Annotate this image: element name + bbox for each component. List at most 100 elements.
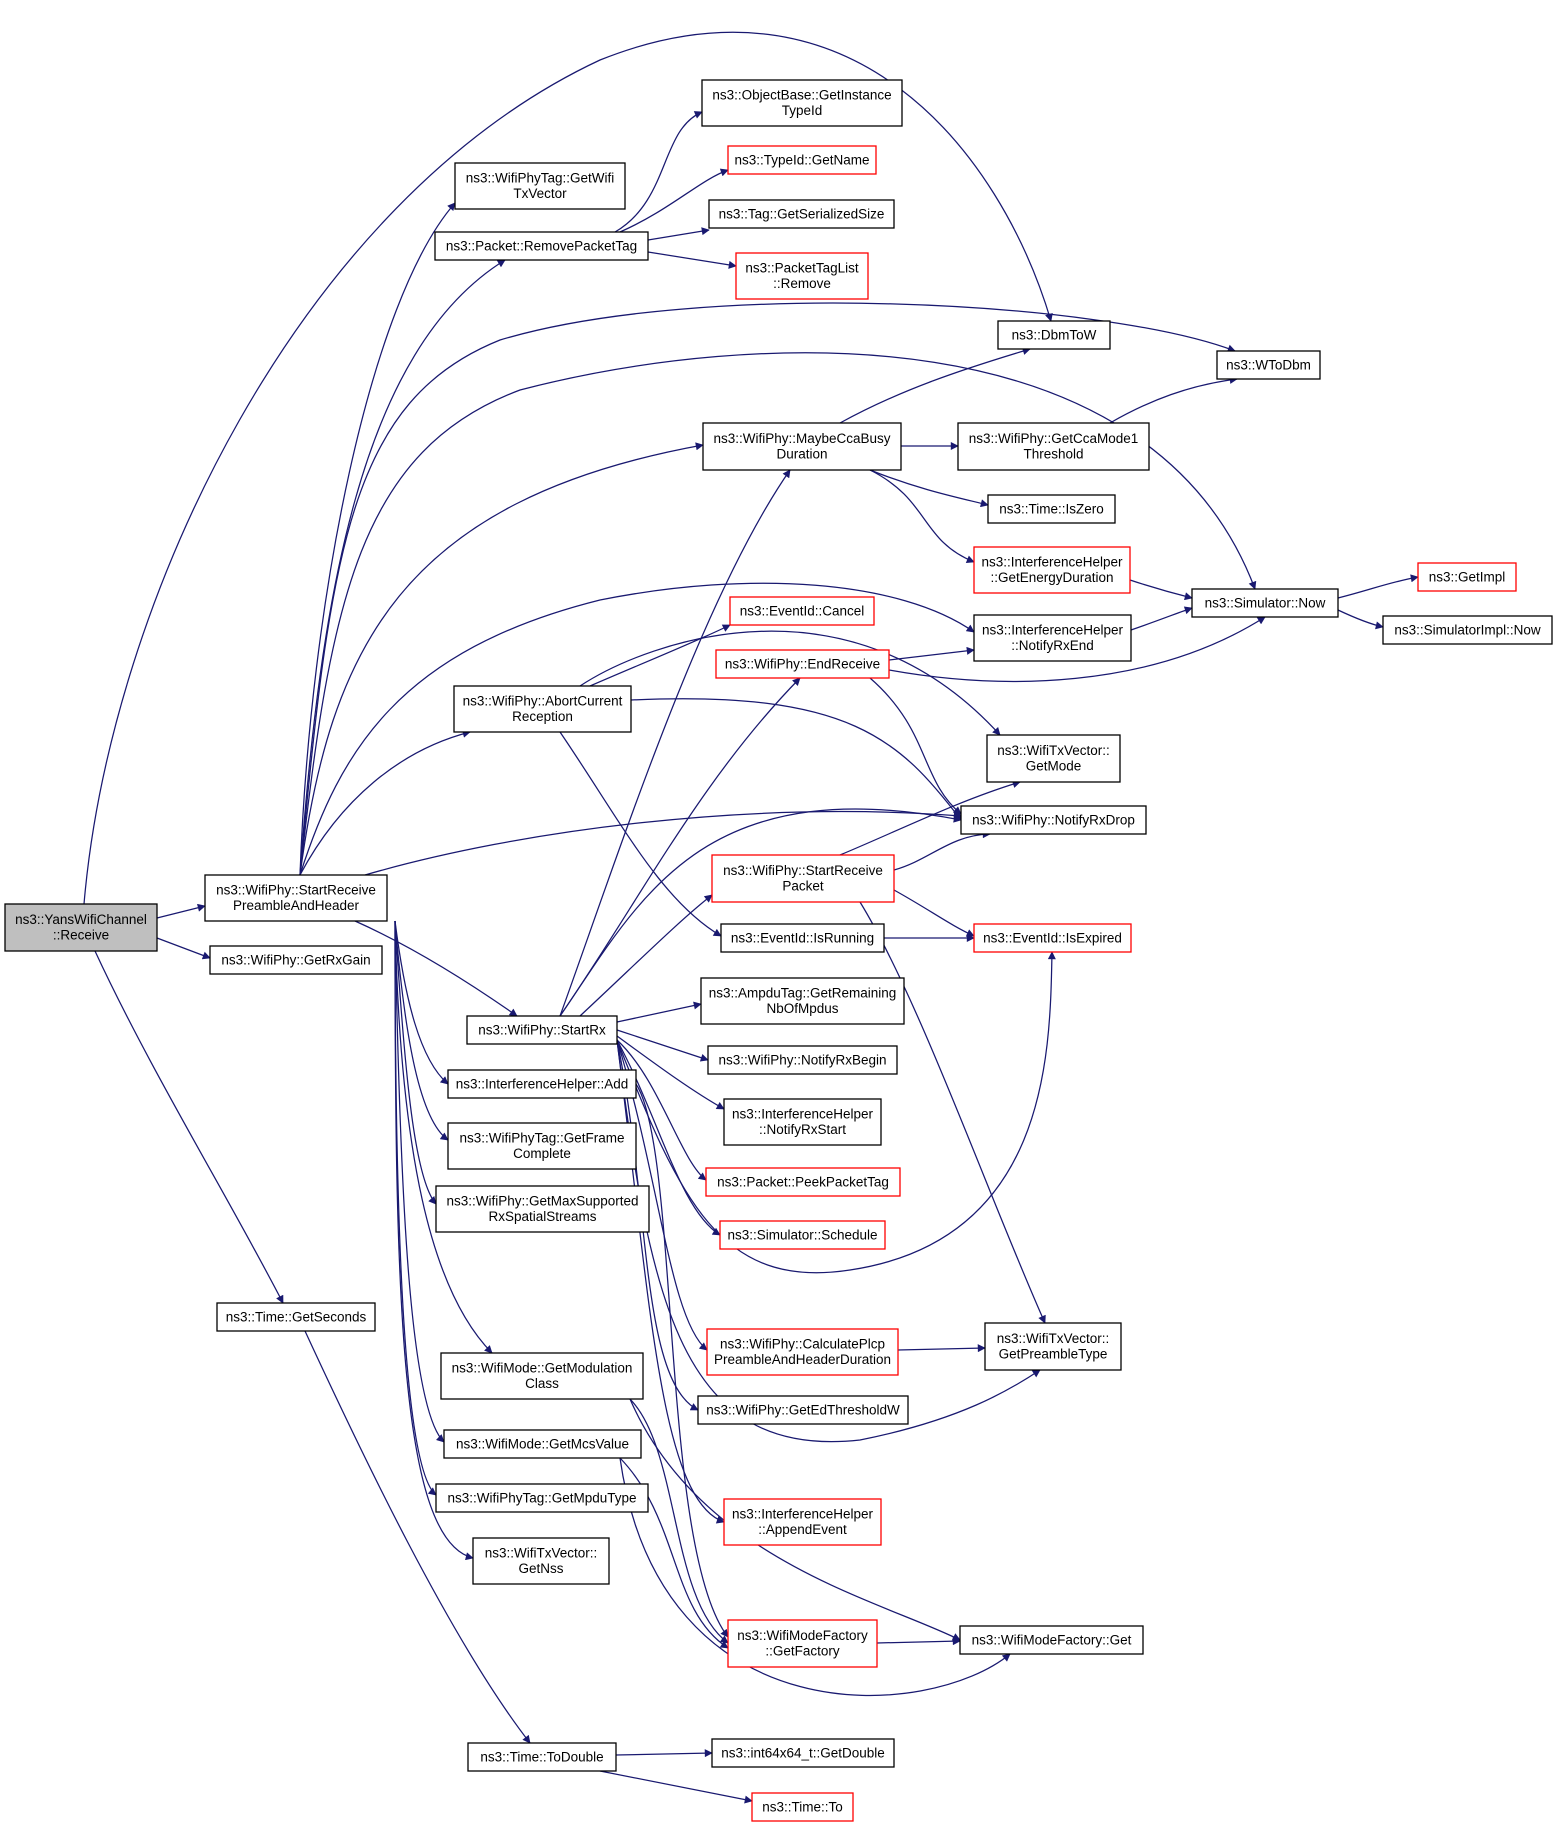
graph-node-getRxGain[interactable]: ns3::WifiPhy::GetRxGain xyxy=(209,945,383,975)
node-box xyxy=(466,1015,618,1045)
graph-node-ihGetEnergyDuration[interactable]: ns3::InterferenceHelper::GetEnergyDurati… xyxy=(973,546,1131,594)
graph-node-int64GetDouble[interactable]: ns3::int64x64_t::GetDouble xyxy=(711,1738,895,1768)
graph-node-startRx[interactable]: ns3::WifiPhy::StartRx xyxy=(466,1015,618,1045)
node-box xyxy=(984,1322,1122,1371)
graph-node-isRunning[interactable]: ns3::EventId::IsRunning xyxy=(720,923,885,953)
graph-node-notifyRxDrop[interactable]: ns3::WifiPhy::NotifyRxDrop xyxy=(960,805,1147,835)
call-edge-ihNotifyRxEnd-to-simNow xyxy=(1130,606,1193,631)
call-edge-root-to-getSeconds xyxy=(94,950,284,1304)
node-label-line: ns3::WifiPhy::NotifyRxDrop xyxy=(972,812,1135,827)
graph-node-getMpduType[interactable]: ns3::WifiPhyTag::GetMpduType xyxy=(435,1483,649,1513)
call-edge-simNow-to-getImpl xyxy=(1337,574,1419,599)
graph-node-isExpired[interactable]: ns3::EventId::IsExpired xyxy=(973,923,1132,953)
edge-arrow xyxy=(1337,574,1419,599)
graph-node-getMcsValue[interactable]: ns3::WifiMode::GetMcsValue xyxy=(443,1429,642,1459)
node-box xyxy=(435,1185,650,1233)
graph-node-getPreambleType[interactable]: ns3::WifiTxVector::GetPreambleType xyxy=(984,1322,1122,1371)
edge-arrow xyxy=(394,920,474,1561)
node-label-line: ns3::Time::ToDouble xyxy=(480,1749,603,1764)
edge-arrow xyxy=(635,1083,729,1638)
edge-arrow xyxy=(629,1398,961,1641)
graph-node-txVecGetMode[interactable]: ns3::WifiTxVector::GetMode xyxy=(986,734,1121,783)
graph-node-root[interactable]: ns3::YansWifiChannel::Receive xyxy=(4,903,158,952)
graph-node-appendEvent[interactable]: ns3::InterferenceHelper::AppendEvent xyxy=(723,1498,882,1546)
node-box xyxy=(702,422,902,471)
graph-node-getMaxSupported[interactable]: ns3::WifiPhy::GetMaxSupportedRxSpatialSt… xyxy=(435,1185,650,1233)
graph-node-notifyRxBegin[interactable]: ns3::WifiPhy::NotifyRxBegin xyxy=(707,1045,898,1075)
graph-node-wToDbm[interactable]: ns3::WToDbm xyxy=(1216,350,1321,380)
graph-node-ptlRemove[interactable]: ns3::PacketTagList::Remove xyxy=(735,252,869,300)
graph-node-endReceive[interactable]: ns3::WifiPhy::EndReceive xyxy=(715,649,890,679)
node-box xyxy=(987,494,1116,524)
node-label-line: Complete xyxy=(513,1146,571,1161)
node-label-line: ns3::WifiPhy::StartReceive xyxy=(216,883,376,898)
graph-node-getName[interactable]: ns3::TypeId::GetName xyxy=(727,145,877,175)
call-edge-startRx-to-startReceivePacket xyxy=(579,894,713,1017)
edge-arrow xyxy=(1130,606,1193,631)
node-label-line: PreambleAndHeader xyxy=(233,898,360,913)
node-box xyxy=(1191,588,1339,618)
nodes-layer: ns3::YansWifiChannel::Receivens3::WifiPh… xyxy=(4,79,1553,1822)
node-label-line: ns3::WifiPhy::GetRxGain xyxy=(221,952,370,967)
graph-node-getSerializedSize[interactable]: ns3::Tag::GetSerializedSize xyxy=(708,199,895,229)
node-label-line: ns3::WifiMode::GetMcsValue xyxy=(456,1436,629,1451)
node-box xyxy=(216,1302,376,1332)
graph-node-ihNotifyRxEnd[interactable]: ns3::InterferenceHelper::NotifyRxEnd xyxy=(973,614,1132,662)
graph-node-timeTo[interactable]: ns3::Time::To xyxy=(751,1792,854,1822)
call-edge-startRx-to-isExpired xyxy=(616,951,1056,1274)
call-edge-srph-to-notifyRxDrop xyxy=(364,811,962,876)
node-label-line: ::GetEnergyDuration xyxy=(990,570,1113,585)
graph-node-ihAdd[interactable]: ns3::InterferenceHelper::Add xyxy=(447,1069,637,1099)
call-edge-ihAdd-to-modeFactoryGetFactory xyxy=(635,1083,729,1638)
call-edge-abortRx-to-eventCancel xyxy=(589,624,731,687)
call-edge-startRx-to-maybeCca xyxy=(559,469,791,1017)
graph-node-srph[interactable]: ns3::WifiPhy::StartReceivePreambleAndHea… xyxy=(204,874,388,922)
call-edge-startReceivePacket-to-getPreambleType xyxy=(859,901,1046,1324)
graph-node-getSeconds[interactable]: ns3::Time::GetSeconds xyxy=(216,1302,376,1332)
node-label-line: ::NotifyRxEnd xyxy=(1011,638,1094,653)
node-label-line: ns3::EventId::Cancel xyxy=(740,603,865,618)
graph-node-getImpl[interactable]: ns3::GetImpl xyxy=(1417,562,1517,592)
node-label-line: ns3::WifiPhyTag::GetFrame xyxy=(459,1131,624,1146)
graph-node-simNow[interactable]: ns3::Simulator::Now xyxy=(1191,588,1339,618)
call-edge-toDouble-to-timeTo xyxy=(599,1770,753,1804)
graph-node-peekPacketTag[interactable]: ns3::Packet::PeekPacketTag xyxy=(705,1167,901,1197)
node-box xyxy=(443,1429,642,1459)
graph-node-modeFactoryGetFactory[interactable]: ns3::WifiModeFactory::GetFactory xyxy=(727,1619,878,1668)
graph-node-schedule[interactable]: ns3::Simulator::Schedule xyxy=(719,1220,886,1250)
graph-node-dbmToW[interactable]: ns3::DbmToW xyxy=(997,320,1111,350)
graph-node-toDouble[interactable]: ns3::Time::ToDouble xyxy=(467,1742,617,1772)
call-edge-getMcsValue-to-modeFactoryGet xyxy=(619,1457,1011,1697)
call-edge-removePacketTag-to-getInstanceTypeId xyxy=(614,111,703,233)
node-label-line: Duration xyxy=(776,447,827,462)
node-box xyxy=(447,1069,637,1099)
graph-node-removePacketTag[interactable]: ns3::Packet::RemovePacketTag xyxy=(434,231,649,261)
graph-node-timeIsZero[interactable]: ns3::Time::IsZero xyxy=(987,494,1116,524)
graph-node-modeFactoryGet[interactable]: ns3::WifiModeFactory::Get xyxy=(959,1625,1144,1655)
call-edge-srph-to-getMaxSupported xyxy=(394,920,437,1205)
graph-node-getNss[interactable]: ns3::WifiTxVector::GetNss xyxy=(472,1537,610,1585)
edge-arrow xyxy=(579,630,1001,736)
node-box xyxy=(959,1625,1144,1655)
graph-node-simImplNow[interactable]: ns3::SimulatorImpl::Now xyxy=(1382,615,1553,645)
node-label-line: ns3::WifiPhy::MaybeCcaBusy xyxy=(713,431,890,446)
graph-node-calcPlcp[interactable]: ns3::WifiPhy::CalculatePlcpPreambleAndHe… xyxy=(706,1328,899,1376)
node-box xyxy=(727,1619,878,1668)
graph-node-ihNotifyRxStart[interactable]: ns3::InterferenceHelper::NotifyRxStart xyxy=(723,1098,882,1146)
edge-arrow xyxy=(869,469,989,508)
graph-node-getEdThreshold[interactable]: ns3::WifiPhy::GetEdThresholdW xyxy=(697,1395,909,1425)
graph-node-eventCancel[interactable]: ns3::EventId::Cancel xyxy=(729,596,875,626)
call-edge-srph-to-abortRx xyxy=(299,729,471,876)
node-box xyxy=(434,231,649,261)
node-box xyxy=(1382,615,1553,645)
